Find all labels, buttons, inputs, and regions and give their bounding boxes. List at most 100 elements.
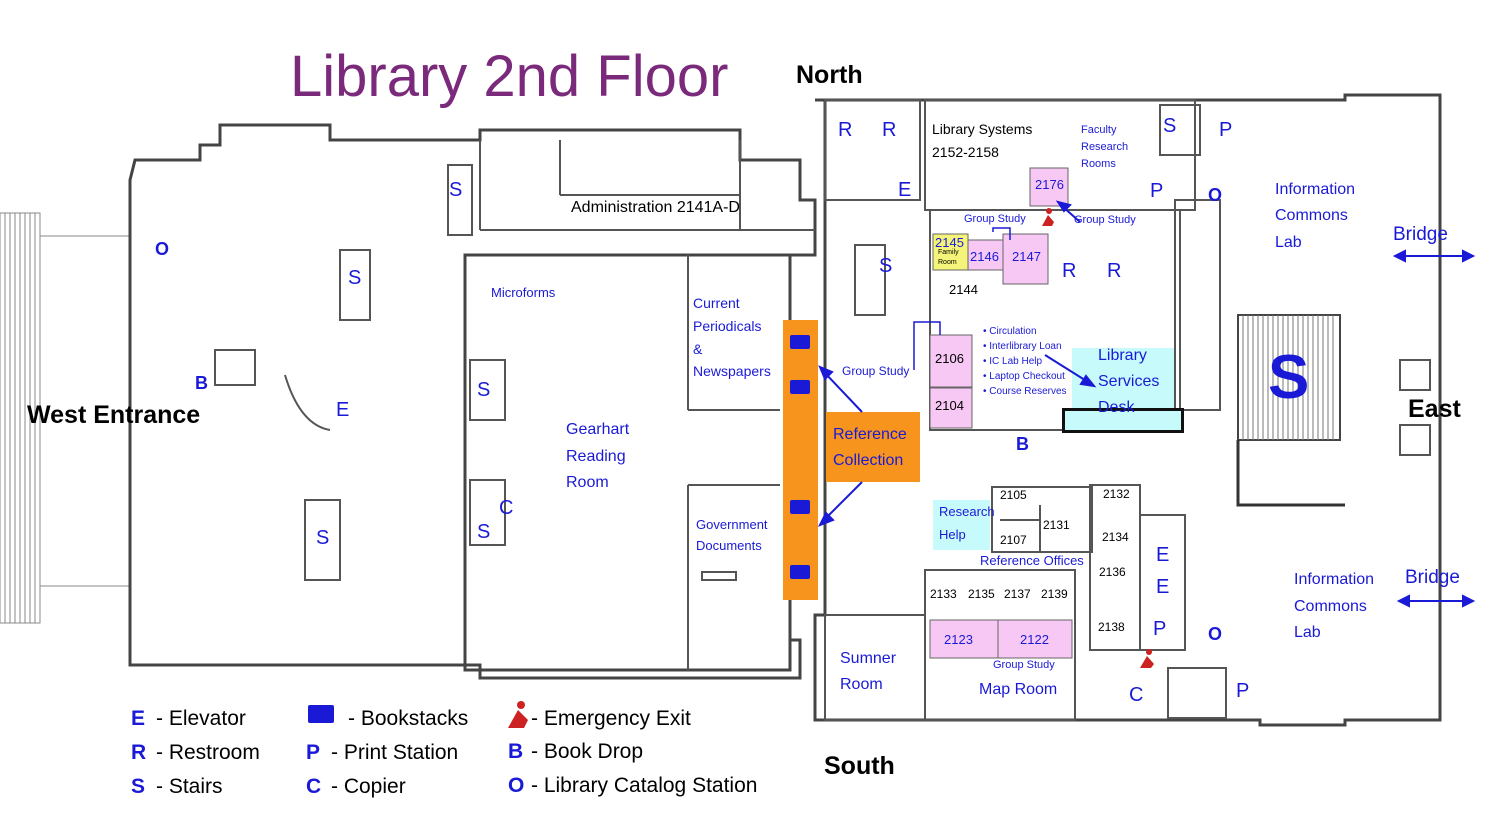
stairs-symbol: S (348, 267, 362, 289)
services-list-5: • Course Reserves (983, 386, 1067, 397)
room-number: 2104 (935, 398, 964, 413)
legend-text-elevator: - Elevator (156, 707, 246, 730)
stairs-symbol: S (316, 527, 330, 549)
periodicals-label-4: Newspapers (693, 363, 771, 379)
direction-east: East (1408, 395, 1461, 423)
direction-north: North (796, 61, 863, 89)
copier-symbol: C (499, 497, 514, 519)
bookstack-icons (308, 335, 810, 723)
map-room-label: Map Room (979, 681, 1058, 698)
family-room-label-1: Family (938, 249, 959, 256)
sumner-label-2: Room (840, 676, 883, 693)
legend-symbol-copier: C (306, 775, 322, 798)
room-number: 2176 (1035, 177, 1064, 192)
info-commons-bottom-3: Lab (1294, 624, 1321, 641)
group-study-label-1: Group Study (964, 213, 1026, 225)
room-number: 2144 (949, 282, 978, 297)
info-commons-bottom-1: Information (1294, 571, 1375, 588)
stairs-symbol: S (1163, 115, 1177, 137)
library-systems-label-1: Library Systems (932, 121, 1033, 137)
info-commons-top-3: Lab (1275, 234, 1302, 251)
administration-label: Administration 2141A-D (571, 199, 740, 216)
legend-text-exit: - Emergency Exit (531, 707, 691, 730)
group-study-mid-label: Group Study (842, 364, 910, 378)
gearhart-label-3: Room (566, 474, 609, 491)
catalog-station-symbol: O (155, 239, 170, 259)
legend-text-book-drop: - Book Drop (531, 740, 644, 763)
restroom-symbol: R (838, 119, 853, 141)
services-list-4: • Laptop Checkout (983, 371, 1065, 382)
legend-text-catalog: - Library Catalog Station (531, 774, 758, 797)
government-label-1: Government (696, 517, 768, 532)
services-list-2: • Interlibrary Loan (983, 341, 1062, 352)
stairs-symbol: S (477, 379, 491, 401)
direction-west: West Entrance (27, 401, 201, 429)
services-list-3: • IC Lab Help (983, 356, 1043, 367)
services-list-1: • Circulation (983, 326, 1037, 337)
stairs-symbol: S (477, 521, 491, 543)
group-study-label-2: Group Study (1074, 214, 1136, 226)
info-commons-top-2: Commons (1275, 207, 1348, 224)
elevator-symbol: E (1156, 544, 1170, 566)
room-number: 2139 (1041, 587, 1068, 601)
elevator-symbol: E (898, 179, 912, 201)
bridge-label-bottom: Bridge (1405, 567, 1460, 588)
room-number: 2123 (944, 632, 973, 647)
periodicals-label-1: Current (693, 295, 740, 311)
page-title: Library 2nd Floor (290, 44, 729, 109)
east-stairs (1237, 314, 1341, 441)
periodicals-label-2: Periodicals (693, 318, 762, 334)
catalog-station-symbol: O (1208, 185, 1223, 205)
elevator-symbol: E (1156, 576, 1170, 598)
legend-text-restroom: - Restroom (156, 741, 260, 764)
reference-collection-stacks (783, 320, 818, 600)
room-number: 2135 (968, 587, 995, 601)
info-commons-top-1: Information (1275, 181, 1356, 198)
room-number: 2138 (1098, 620, 1125, 634)
legend-symbol-catalog: O (508, 774, 525, 797)
room-number: 2134 (1102, 530, 1129, 544)
emergency-exit-icons (508, 208, 1154, 728)
legend-symbol-book-drop: B (508, 740, 524, 763)
legend-text-stairs: - Stairs (156, 775, 223, 798)
elevator-symbol: E (336, 399, 350, 421)
east-wing-outline (813, 93, 1442, 727)
room-number: 2132 (1103, 487, 1130, 501)
family-room-label-2: Room (938, 259, 957, 266)
room-number: 2105 (1000, 488, 1027, 502)
legend-symbol-print: P (306, 741, 321, 764)
gearhart-label-1: Gearhart (566, 421, 630, 438)
services-desk-label-1: Library (1098, 347, 1147, 364)
government-label-2: Documents (696, 538, 762, 553)
west-wing-outline (128, 123, 817, 680)
research-help-label-1: Research (939, 504, 995, 519)
legend-text-bookstacks: - Bookstacks (348, 707, 469, 730)
book-drop-symbol: B (195, 373, 208, 393)
legend-symbol-stairs: S (131, 775, 146, 798)
catalog-station-symbol: O (1208, 624, 1223, 644)
restroom-symbol: R (1107, 260, 1122, 282)
room-number: 2107 (1000, 533, 1027, 547)
room-number: 2147 (1012, 249, 1041, 264)
room-number: 2106 (935, 351, 964, 366)
svg-text:S: S (1268, 343, 1309, 412)
reference-label-2: Collection (833, 452, 904, 469)
stairs-symbol: S (879, 255, 893, 277)
info-commons-bottom-2: Commons (1294, 598, 1367, 615)
room-number: 2137 (1004, 587, 1031, 601)
room-number: 2136 (1099, 565, 1126, 579)
copier-symbol: C (1129, 684, 1144, 706)
print-station-symbol: P (1236, 680, 1250, 702)
periodicals-label-3: & (693, 341, 703, 357)
print-station-symbol: P (1153, 618, 1167, 640)
gearhart-label-2: Reading (566, 448, 626, 465)
bridge-label-top: Bridge (1393, 224, 1448, 245)
faculty-label-1: Faculty (1081, 124, 1117, 136)
library-systems-label-2: 2152-2158 (932, 144, 999, 160)
faculty-label-2: Research (1081, 141, 1129, 153)
print-station-symbol: P (1219, 119, 1233, 141)
room-number: 2146 (970, 249, 999, 264)
research-help-label-2: Help (939, 527, 966, 542)
legend-symbol-restroom: R (131, 741, 147, 764)
room-number: 2145 (935, 235, 964, 250)
